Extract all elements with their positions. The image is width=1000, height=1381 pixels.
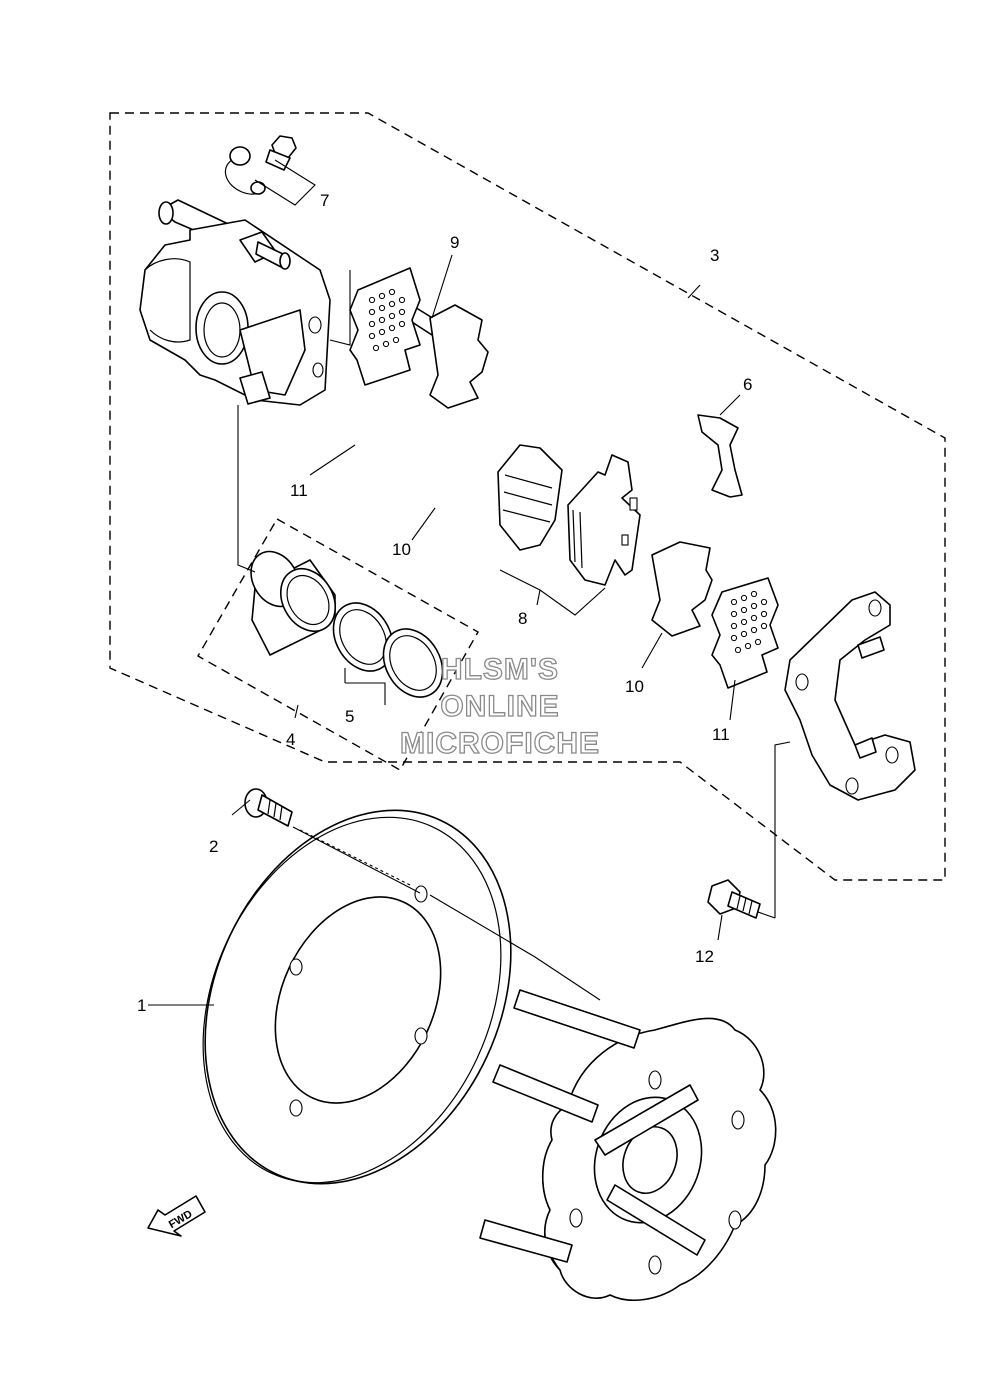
seal-kit-outline-4 [197, 518, 479, 771]
callout-11-right: 11 [712, 725, 730, 744]
pad-shim-10-left [429, 304, 489, 409]
callout-12: 12 [695, 947, 714, 966]
watermark-line-3: MICROFICHE [400, 727, 600, 760]
piston-seal-5 [332, 602, 444, 698]
callout-1: 1 [137, 996, 146, 1015]
watermark-line-1: HLSM'S [441, 653, 559, 686]
bleed-screw-7 [224, 135, 297, 195]
pad-spring-6 [697, 414, 743, 498]
pad-shim-11-left [349, 267, 421, 386]
assembly-outline-3 [109, 112, 946, 881]
callout-7: 7 [320, 191, 329, 210]
caliper-body [139, 199, 331, 406]
brake-disc [202, 809, 512, 1185]
disc-bolt-2 [244, 788, 293, 827]
callout-6: 6 [743, 375, 752, 394]
watermark-line-2: ONLINE [440, 690, 559, 723]
leader-lines [148, 159, 791, 1006]
wheel-hub [479, 989, 777, 1301]
brake-pad-8-left [497, 444, 563, 551]
brake-pad-8-right [567, 454, 641, 586]
caliper-piston [250, 550, 337, 656]
callout-9: 9 [450, 233, 459, 252]
callout-2: 2 [209, 837, 218, 856]
callout-3: 3 [710, 246, 719, 265]
callout-10-right: 10 [625, 677, 644, 696]
callout-4: 4 [286, 730, 295, 749]
callout-10-left: 10 [392, 540, 411, 559]
pad-shim-10-right [651, 541, 713, 637]
callout-8: 8 [518, 609, 527, 628]
bracket-bolt-12 [707, 879, 761, 919]
callout-11-left: 11 [290, 481, 308, 500]
callout-5: 5 [345, 707, 354, 726]
pad-shim-11-right [711, 577, 779, 689]
fwd-arrow-icon: FWD [147, 1195, 206, 1237]
watermark: HLSM'S ONLINE MICROFICHE [399, 652, 600, 760]
caliper-bracket [784, 591, 916, 801]
